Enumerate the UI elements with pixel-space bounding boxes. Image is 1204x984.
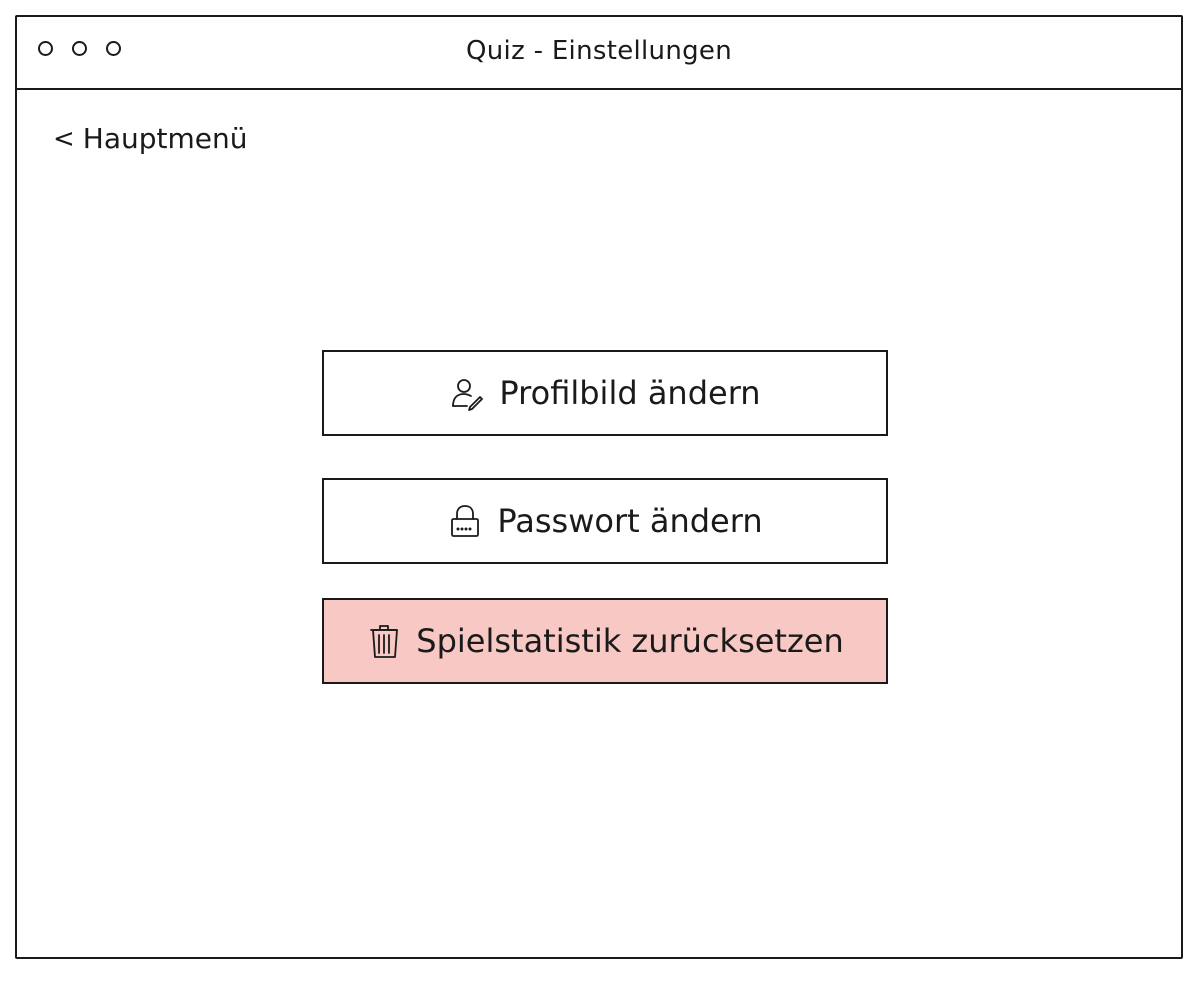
trash-icon [366, 623, 402, 659]
lock-icon [447, 503, 483, 539]
back-link-label: Hauptmenü [82, 122, 248, 155]
user-edit-icon [449, 375, 485, 411]
chevron-left-icon: < [53, 123, 75, 154]
app-window: Quiz - Einstellungen < Hauptmenü Profilb… [15, 15, 1183, 959]
change-profile-picture-label: Profilbild ändern [499, 374, 761, 412]
change-profile-picture-button[interactable]: Profilbild ändern [322, 350, 888, 436]
window-controls [38, 41, 121, 56]
window-title: Quiz - Einstellungen [466, 36, 732, 66]
window-close-dot[interactable] [38, 41, 53, 56]
reset-game-statistics-button[interactable]: Spielstatistik zurücksetzen [322, 598, 888, 684]
reset-game-statistics-label: Spielstatistik zurücksetzen [416, 622, 844, 660]
back-to-main-menu-link[interactable]: < Hauptmenü [53, 122, 248, 155]
window-minimize-dot[interactable] [72, 41, 87, 56]
window-maximize-dot[interactable] [106, 41, 121, 56]
change-password-button[interactable]: Passwort ändern [322, 478, 888, 564]
change-password-label: Passwort ändern [497, 502, 763, 540]
title-bar: Quiz - Einstellungen [17, 17, 1181, 90]
